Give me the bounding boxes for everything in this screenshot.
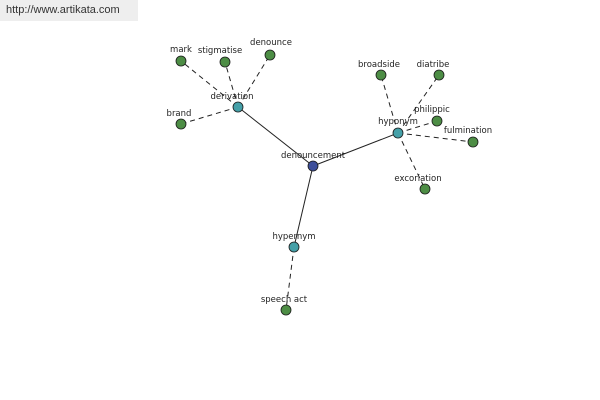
leaf-label-excoriation: excoriation [394,174,441,184]
edges [180,54,474,311]
source-url[interactable]: http://www.artikata.com [0,0,138,21]
leaf-label-stigmatise: stigmatise [198,46,242,56]
leaf-label-denounce: denounce [250,38,292,48]
leaf-node-brand[interactable] [175,118,187,130]
leaf-node-mark[interactable] [175,55,187,67]
nodes [175,49,479,316]
edge-derivation-brand [180,106,239,125]
leaf-node-fulmination[interactable] [467,136,479,148]
leaf-label-speech-act: speech act [261,295,308,305]
relation-label-hyponym: hyponym [378,117,418,127]
edge-derivation-mark [180,60,239,108]
edge-hyponym-excoriation [397,132,426,190]
relation-node-derivation[interactable] [232,101,244,113]
labels: mark stigmatise denounce brand derivation bro… [167,38,493,305]
leaf-label-philippic: philippic [414,105,450,115]
edge-derivation-stigmatise [224,61,239,108]
leaf-node-stigmatise[interactable] [219,56,231,68]
edge-root-derivation [237,106,314,167]
edge-hyponym-diatribe [397,74,440,134]
leaf-node-broadside[interactable] [375,69,387,81]
edge-hyponym-philippic [397,120,438,134]
edge-derivation-denounce [237,54,271,108]
leaf-label-mark: mark [170,45,192,55]
relation-node-hypernym[interactable] [288,241,300,253]
relation-label-hypernym: hypernym [272,232,315,242]
leaf-label-fulmination: fulmination [444,126,492,136]
leaf-node-excoriation[interactable] [419,183,431,195]
leaf-node-denounce[interactable] [264,49,276,61]
leaf-label-diatribe: diatribe [417,60,450,70]
leaf-node-speech-act[interactable] [280,304,292,316]
leaf-label-broadside: broadside [358,60,400,70]
leaf-node-philippic[interactable] [431,115,443,127]
root-label-denouncement: denouncement [281,151,346,161]
edge-root-hypernym [293,165,314,248]
root-node-denouncement[interactable] [307,160,319,172]
leaf-node-diatribe[interactable] [433,69,445,81]
relation-node-hyponym[interactable] [392,127,404,139]
relation-label-derivation: derivation [210,92,253,102]
edge-root-hyponym [312,132,399,167]
edge-hyponym-fulmination [397,132,474,143]
edge-hyponym-broadside [380,74,399,134]
leaf-label-brand: brand [167,109,192,119]
edge-hypernym-speech-act [285,246,295,311]
